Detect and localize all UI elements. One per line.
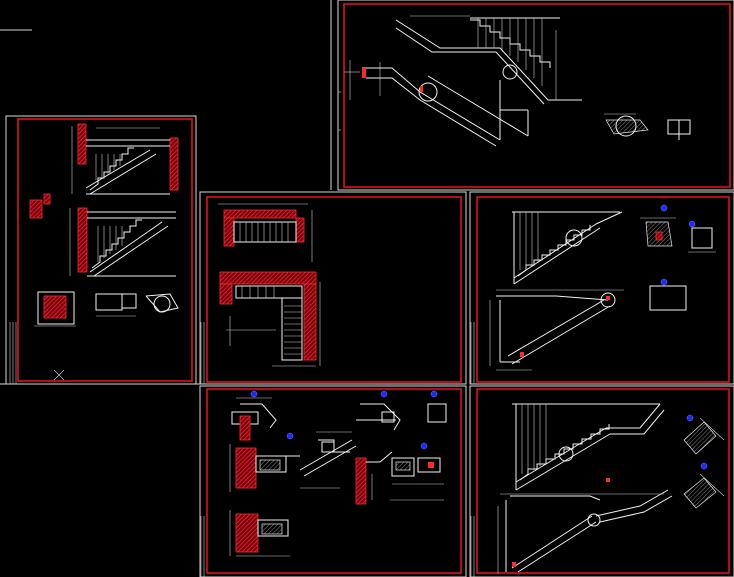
sheet-left-tall: [17, 118, 193, 382]
detail-marker-icon: [700, 462, 708, 470]
sheet-center-middle: [206, 196, 462, 383]
sheet-center-bottom: [206, 388, 462, 574]
sheet-right-bottom: [476, 388, 730, 574]
sheet-frame: [206, 388, 462, 574]
sheet-right-middle: [476, 196, 730, 383]
sheet-frame: [476, 196, 730, 383]
detail-marker-icon: [686, 414, 694, 422]
detail-marker-icon: [250, 390, 258, 398]
detail-marker-icon: [660, 204, 668, 212]
sheet-top-right: [343, 3, 731, 188]
detail-marker-icon: [286, 432, 294, 440]
detail-marker-icon: [420, 442, 428, 450]
sheet-frame: [343, 3, 731, 188]
sheet-frame: [206, 196, 462, 383]
detail-marker-icon: [660, 278, 668, 286]
detail-marker-icon: [688, 220, 696, 228]
sheet-frame: [17, 118, 193, 382]
detail-marker-icon: [380, 390, 388, 398]
detail-marker-icon: [430, 390, 438, 398]
sheet-frame: [476, 388, 730, 574]
